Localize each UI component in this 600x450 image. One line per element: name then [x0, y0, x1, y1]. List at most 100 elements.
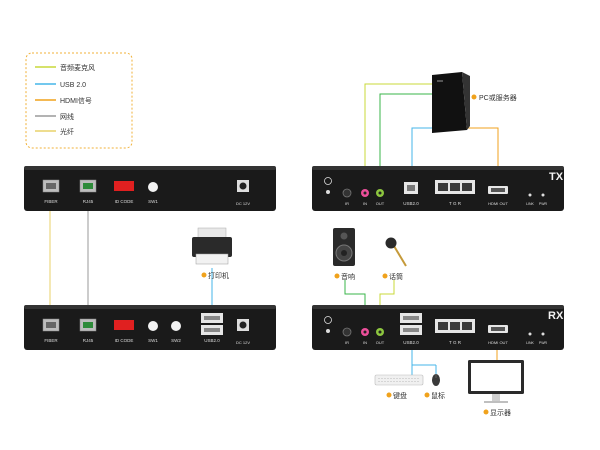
monitor-stand	[484, 401, 508, 403]
left-bottom-fiber-inner	[46, 322, 56, 328]
left-bottom-fiber-label: FIBER	[44, 338, 58, 343]
rx-hdmi-inner	[491, 327, 505, 331]
rx-in-hole	[363, 330, 367, 334]
mic-label: 话筒	[389, 272, 403, 281]
rx-out-hole	[378, 330, 382, 334]
rx-tgr-slot-1	[438, 322, 448, 330]
left-bottom-usb-port-2-inner	[204, 328, 220, 332]
left-bottom-usb-port-1-inner	[204, 316, 220, 320]
speaker-tweeter	[340, 232, 348, 240]
pc-tower	[432, 72, 470, 133]
tx-hdmi-label: HDMI OUT	[488, 201, 508, 206]
left-top-fiber-label: FIBER	[44, 199, 58, 204]
monitor-neck	[492, 394, 500, 401]
tx-device: IR IN OUT USB2.0 T G R HDMI OUT LINK PWR…	[312, 166, 564, 211]
keyboard-icon	[374, 374, 424, 386]
tx-ir-label: IR	[345, 201, 349, 206]
tx-badge: TX	[549, 171, 564, 183]
printer-label: 打印机	[208, 271, 229, 280]
keyboard-label-dot	[386, 392, 392, 398]
pc-slot	[437, 80, 443, 82]
pc-side	[462, 72, 470, 130]
monitor-icon	[468, 360, 524, 403]
speaker-label-dot	[334, 273, 340, 279]
rx-badge: RX	[548, 310, 564, 322]
legend-label-fiber: 光纤	[60, 127, 74, 136]
microphone-head	[385, 237, 397, 249]
rx-usb-port-1-inner	[403, 316, 419, 320]
rx-pwr-label: PWR	[539, 341, 548, 345]
left-top-dc-label: DC 12V	[236, 201, 250, 206]
monitor-label: 显示器	[490, 409, 511, 417]
left-bottom-usb-label: USB2.0	[204, 338, 220, 343]
tx-tgr-slot-1	[438, 183, 448, 191]
speaker-label: 音响	[341, 272, 355, 281]
tx-in-label: IN	[363, 201, 367, 206]
tx-hdmi-inner	[491, 188, 505, 192]
left-top-rj45-label: RJ45	[83, 199, 94, 204]
left-top-top-edge	[24, 166, 276, 170]
legend-box	[25, 52, 133, 149]
tx-out-label: OUT	[376, 201, 385, 206]
printer-icon	[192, 227, 232, 265]
printer-body	[192, 237, 232, 257]
left-top-sw1-label: SW1	[148, 199, 158, 204]
left-top-sw1-button[interactable]	[148, 182, 158, 192]
pc-usb-cable	[411, 127, 437, 182]
rx-out-label: OUT	[376, 340, 385, 345]
rx-hdmi-label: HDMI OUT	[488, 340, 508, 345]
tx-link-label: LINK	[526, 202, 534, 206]
pc-label-dot	[471, 94, 477, 100]
printer-tray	[195, 253, 229, 265]
pc-label: PC或服务器	[479, 93, 517, 102]
monitor-label-dot	[483, 409, 489, 415]
mouse-label-dot	[424, 392, 430, 398]
left-bottom-sw1-label: SW1	[148, 338, 158, 343]
tx-out-hole	[378, 191, 382, 195]
legend-label-hdmi: HDMI信号	[60, 96, 92, 105]
left-top-dc-hole	[239, 182, 247, 190]
rx-tgr-slot-3	[462, 322, 472, 330]
tx-tgr-slot-3	[462, 183, 472, 191]
pc-audio-cable-1	[364, 83, 432, 186]
mic-label-dot	[382, 273, 388, 279]
rx-usb-port-2-inner	[403, 328, 419, 332]
tx-pwr-led	[541, 193, 545, 197]
left-bottom-sw1-button[interactable]	[148, 321, 158, 331]
left-bottom-idcode-label: ID CODE	[115, 338, 134, 343]
pc-audio-cable-2	[379, 93, 432, 186]
left-bottom-sw2-button[interactable]	[171, 321, 181, 331]
rx-pwr-led	[541, 332, 545, 336]
mouse-body	[432, 374, 440, 386]
legend-label-audio: 音频麦克风	[60, 63, 95, 72]
left-bottom-idcode-switch[interactable]	[114, 320, 134, 330]
left-top-idcode-label: ID CODE	[115, 199, 134, 204]
legend-label-usb: USB 2.0	[60, 82, 86, 89]
microphone-icon	[385, 237, 407, 267]
mouse-label: 鼠标	[431, 391, 445, 400]
rx-top-edge	[312, 305, 564, 309]
tx-in-hole	[363, 191, 367, 195]
rx-ir-label: IR	[345, 340, 349, 345]
printer-paper	[197, 227, 227, 239]
tx-ground-icon	[324, 177, 332, 185]
rx-tgr-label: T G R	[449, 340, 462, 345]
left-top-idcode-switch[interactable]	[114, 181, 134, 191]
left-bottom-sw2-label: SW2	[171, 338, 181, 343]
monitor-screen	[471, 363, 521, 391]
speaker-icon	[333, 228, 355, 266]
cables	[49, 83, 499, 375]
rx-link-led	[528, 332, 532, 336]
pc-hdmi-cable	[462, 127, 499, 178]
rx-in-label: IN	[363, 340, 367, 345]
mouse-icon	[432, 374, 440, 386]
rx-screw-icon	[326, 329, 330, 333]
tx-usb-label: USB2.0	[403, 201, 419, 206]
rx-tgr-slot-2	[450, 322, 460, 330]
rx-device: IR IN OUT USB2.0 T G R HDMI OUT LINK PWR…	[312, 305, 564, 350]
printer-label-dot	[201, 272, 207, 278]
left-top-fiber-inner	[46, 183, 56, 189]
left-bottom-rj45-inner	[83, 322, 93, 328]
left-bottom-dc-label: DC 12V	[236, 340, 250, 345]
